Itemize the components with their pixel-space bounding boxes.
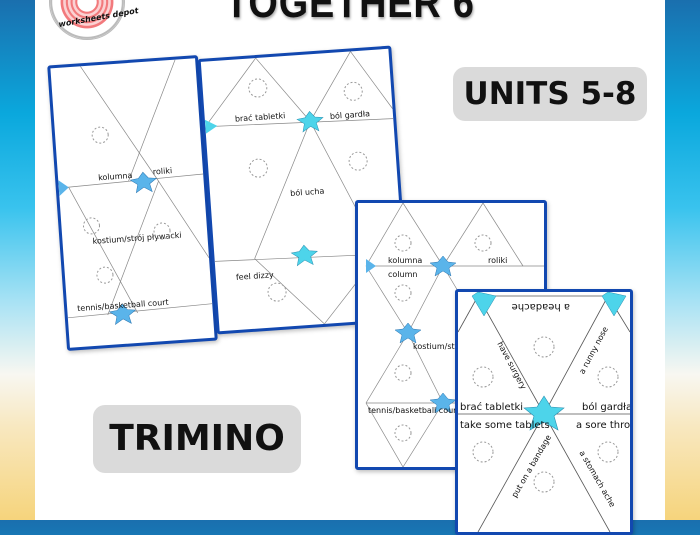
svg-text:a sore throat: a sore throat (576, 420, 630, 431)
svg-text:brać tabletki: brać tabletki (235, 110, 286, 123)
star-icon (471, 292, 497, 317)
units-badge: UNITS 5-8 (453, 67, 647, 121)
svg-text:a stomach ache: a stomach ache (577, 449, 617, 509)
worksheet-preview-1: kolumna roliki kostium/strój pływacki te… (47, 55, 218, 351)
star-icon (204, 119, 218, 134)
main-panel: worksheets depot TOGETHER 6 UNITS 5-8 TR… (35, 0, 665, 535)
svg-text:roliki: roliki (488, 256, 507, 265)
trimino-grid-3: kolumna roliki column kostium/strój tenn… (365, 203, 544, 467)
star-icon (366, 259, 376, 273)
star-icon (108, 303, 137, 326)
svg-text:kostium/strój pływacki: kostium/strój pływacki (92, 230, 182, 246)
star-icon (429, 392, 457, 414)
trimino-grid-2: brać tabletki ból gardła ból ucha feel d… (204, 51, 403, 325)
star-icon (601, 292, 627, 317)
svg-text:a runny nose: a runny nose (577, 325, 610, 375)
star-icon (129, 171, 157, 194)
page-title: TOGETHER 6 (225, 0, 475, 27)
svg-text:feel dizzy: feel dizzy (236, 270, 275, 282)
star-icon (296, 111, 324, 133)
svg-text:ból gardła: ból gardła (582, 401, 630, 413)
svg-text:brać tabletki: brać tabletki (460, 401, 523, 413)
svg-text:kolumna: kolumna (98, 171, 133, 182)
svg-text:ból ucha: ból ucha (290, 186, 325, 198)
svg-text:kostium/strój: kostium/strój (413, 341, 465, 351)
svg-text:column: column (388, 270, 417, 279)
trimino-badge: TRIMINO (93, 405, 301, 473)
worksheet-preview-2: brać tabletki ból gardła ból ucha feel d… (197, 45, 411, 335)
svg-text:put on a bandage: put on a bandage (510, 433, 553, 499)
svg-text:a headache: a headache (512, 301, 570, 312)
trimino-grid-1: kolumna roliki kostium/strój pływacki te… (58, 59, 213, 326)
svg-text:tennis/basketball court: tennis/basketball court (368, 406, 460, 415)
svg-text:have surgery: have surgery (495, 340, 528, 391)
svg-text:roliki: roliki (153, 166, 173, 176)
star-icon (290, 244, 318, 267)
svg-text:kolumna: kolumna (388, 256, 422, 265)
svg-text:ból gardła: ból gardła (330, 108, 371, 121)
star-icon (58, 180, 69, 197)
worksheet-preview-4: a headache brać tabletki ból gardła take… (455, 289, 633, 535)
trimino-grid-4: a headache brać tabletki ból gardła take… (458, 292, 630, 532)
svg-text:take some tablets: take some tablets (460, 420, 550, 431)
star-icon (429, 255, 457, 277)
star-icon (394, 322, 422, 344)
star-icon (523, 395, 565, 431)
